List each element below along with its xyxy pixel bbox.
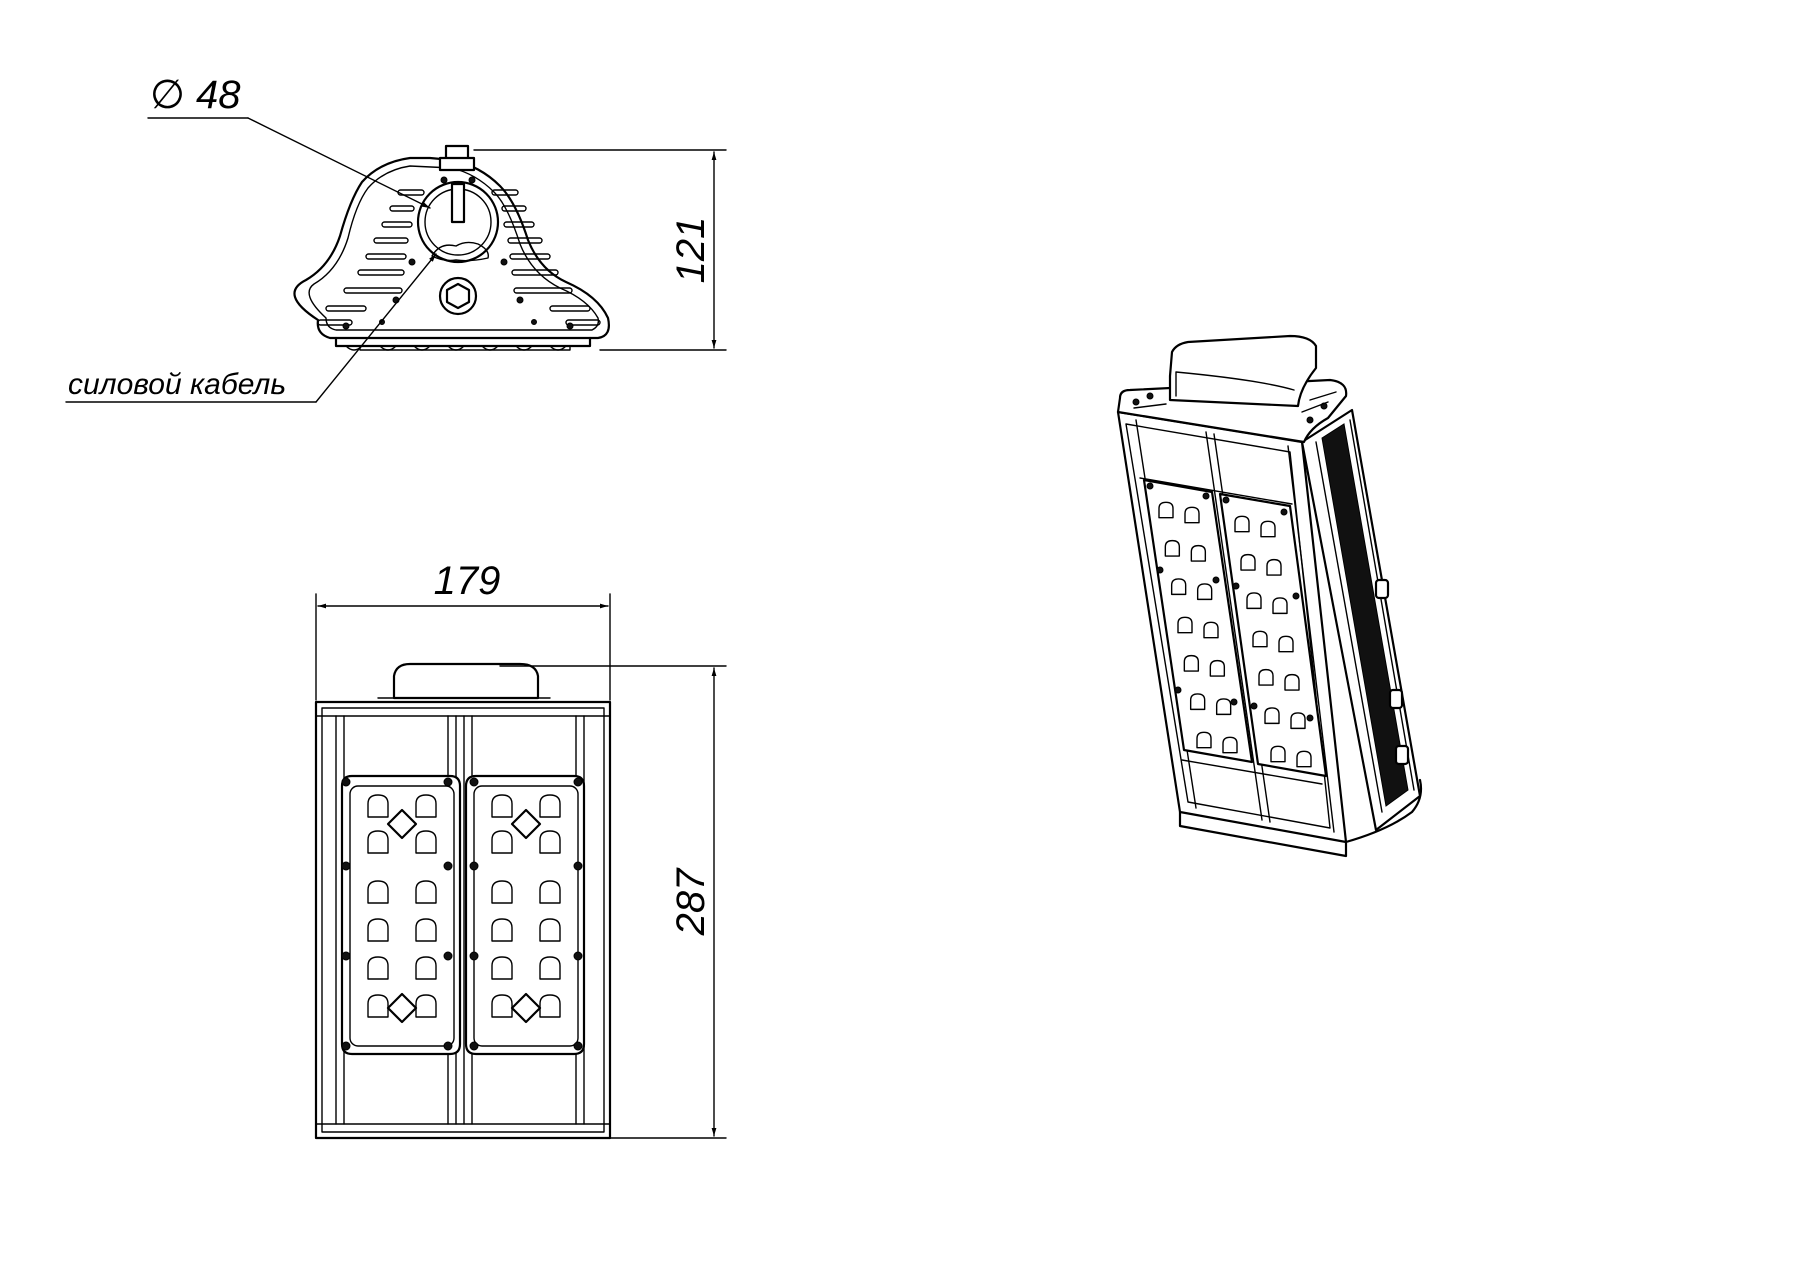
- led-lens: [1222, 736, 1238, 754]
- led-lens: [1234, 515, 1250, 533]
- led-lens: [539, 918, 561, 942]
- led-lens: [491, 794, 513, 818]
- led-lens: [1164, 539, 1181, 557]
- led-lenses-front: [367, 794, 561, 1024]
- led-lens: [1266, 558, 1282, 576]
- front-view: 179 287: [314, 559, 727, 1140]
- height-dimension-front: 287: [669, 867, 713, 936]
- lens-diamond: [510, 992, 542, 1024]
- cable-gland: [438, 276, 478, 316]
- lens-diamond: [510, 808, 542, 840]
- led-lens: [367, 956, 389, 980]
- diameter-dimension: ∅ 48: [150, 73, 241, 117]
- led-lens: [1290, 712, 1306, 730]
- led-lens: [1158, 501, 1174, 519]
- led-lens: [1184, 506, 1200, 524]
- lens-diamond: [386, 808, 418, 840]
- led-lens: [367, 994, 389, 1018]
- led-lens: [491, 956, 513, 980]
- isometric-view: [1116, 334, 1423, 858]
- led-lens: [415, 880, 437, 904]
- led-module-left: [340, 774, 462, 1056]
- led-lens: [367, 918, 389, 942]
- led-lens: [1240, 553, 1256, 571]
- side-profile-outline: [293, 156, 610, 340]
- led-lens: [1246, 592, 1262, 610]
- led-lens: [1258, 668, 1274, 686]
- led-lens: [1252, 630, 1268, 648]
- iso-led-module-right: [1218, 492, 1328, 778]
- led-lens: [1196, 583, 1213, 601]
- led-lens: [1177, 616, 1193, 634]
- led-lens: [1264, 707, 1280, 725]
- led-lens: [1272, 597, 1288, 615]
- led-lens: [1215, 698, 1232, 716]
- led-lens: [539, 956, 561, 980]
- led-module-right: [464, 774, 586, 1056]
- led-lens: [1209, 659, 1226, 677]
- led-lens: [539, 994, 561, 1018]
- led-lens: [415, 956, 437, 980]
- top-cap: [392, 662, 540, 700]
- led-lens: [1278, 635, 1294, 653]
- led-lens: [1170, 578, 1187, 596]
- led-lens: [1183, 654, 1200, 672]
- led-lens: [1190, 544, 1207, 562]
- led-lens: [491, 880, 513, 904]
- led-lens: [1189, 693, 1206, 711]
- width-dimension-front: 179: [434, 559, 501, 603]
- led-lens: [1196, 731, 1212, 749]
- cable-ring: [416, 180, 500, 264]
- side-view: ∅ 48 силовой кабель 121: [65, 73, 727, 403]
- led-lens: [367, 794, 389, 818]
- led-lens: [1203, 621, 1219, 639]
- led-lens: [1260, 520, 1276, 538]
- cable-label: силовой кабель: [68, 368, 286, 401]
- led-lenses-iso: [1158, 501, 1312, 768]
- led-lens: [415, 794, 437, 818]
- led-lens: [415, 994, 437, 1018]
- height-dimension-side: 121: [669, 217, 713, 284]
- led-lens: [367, 880, 389, 904]
- led-lens: [367, 830, 389, 854]
- lens-diamond: [386, 992, 418, 1024]
- led-lens: [539, 880, 561, 904]
- led-lens: [491, 994, 513, 1018]
- led-lens: [539, 794, 561, 818]
- led-lens: [1284, 673, 1300, 691]
- led-lens: [415, 918, 437, 942]
- led-lens: [539, 830, 561, 854]
- iso-led-module-left: [1142, 478, 1254, 764]
- led-lens: [415, 830, 437, 854]
- led-lens: [1270, 745, 1286, 763]
- iso-cable-box: [1168, 334, 1318, 408]
- led-lens: [491, 918, 513, 942]
- led-lens: [491, 830, 513, 854]
- heatsink-fins: [1315, 419, 1415, 813]
- led-lens: [1296, 750, 1312, 768]
